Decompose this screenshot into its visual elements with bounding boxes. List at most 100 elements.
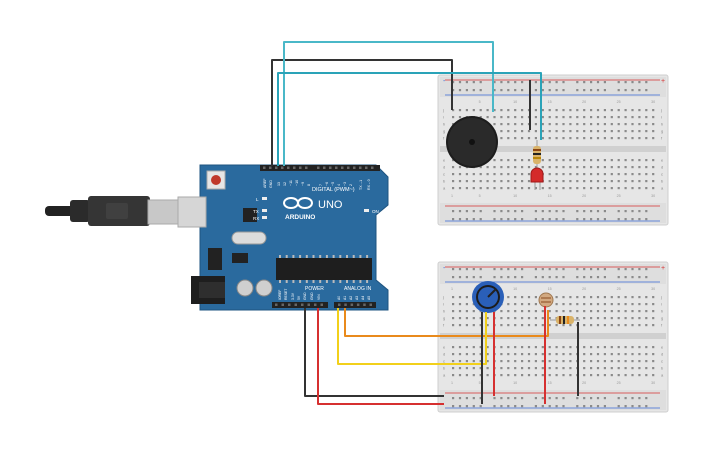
- pin-label-11: ~11: [289, 180, 293, 186]
- row-letter: a: [443, 373, 446, 378]
- column-number: 20: [582, 194, 586, 198]
- capacitor-2: [255, 279, 273, 297]
- row-letter: c: [443, 359, 445, 364]
- pin-label-a4: A4: [361, 296, 365, 300]
- column-number: 25: [617, 100, 621, 104]
- wire-teal-led: [277, 72, 542, 166]
- pin-label-13: 13: [277, 182, 281, 186]
- pin-label-a3: A3: [355, 296, 359, 300]
- led-rx-label: RX: [253, 216, 259, 221]
- row-letter: e: [443, 345, 446, 350]
- brand-label: ARDUINO: [285, 214, 315, 221]
- row-letter: f: [443, 136, 445, 141]
- photoresistor[interactable]: [538, 292, 554, 308]
- breadboard-bottom-minus-label: -: [443, 265, 446, 272]
- column-number: 5: [479, 381, 481, 385]
- row-letter: b: [443, 179, 446, 184]
- row-letter: a: [661, 186, 664, 191]
- atmega-chip: [276, 255, 372, 283]
- wire-orange-a0: [344, 308, 549, 337]
- row-letter: d: [661, 352, 663, 357]
- pin-label-3v3: 3.3V: [291, 292, 295, 300]
- column-number: 25: [617, 287, 621, 291]
- column-number: 15: [548, 194, 552, 198]
- potentiometer[interactable]: [472, 281, 504, 313]
- row-letter: a: [443, 186, 446, 191]
- column-number: 5: [479, 194, 481, 198]
- pin-label-vin: VIN: [317, 294, 321, 300]
- row-letter: h: [661, 309, 663, 314]
- column-number: 10: [513, 287, 517, 291]
- row-letter: c: [661, 172, 663, 177]
- pin-label-a0: A0: [337, 296, 341, 300]
- row-letter: i: [661, 302, 662, 307]
- wire-cyan-buzzer: [283, 41, 494, 166]
- column-number: 25: [617, 381, 621, 385]
- breadboard-top-plus-label: +: [661, 78, 665, 85]
- column-number: 5: [479, 100, 481, 104]
- column-number: 30: [651, 100, 655, 104]
- row-letter: g: [443, 316, 445, 321]
- arduino-logo: [283, 197, 313, 209]
- row-letter: e: [661, 158, 664, 163]
- column-number: 15: [548, 100, 552, 104]
- capacitor-1: [236, 279, 254, 297]
- row-letter: i: [661, 115, 662, 120]
- pin-label-9: ~9: [301, 182, 305, 186]
- column-number: 15: [548, 287, 552, 291]
- red-led[interactable]: [530, 167, 544, 190]
- row-letter: f: [661, 323, 663, 328]
- row-letter: g: [661, 316, 663, 321]
- pin-label-ioref: IOREF: [278, 290, 282, 300]
- row-letter: d: [443, 352, 445, 357]
- column-number: 30: [651, 381, 655, 385]
- row-letter: b: [661, 366, 664, 371]
- column-number: 15: [548, 381, 552, 385]
- row-letter: f: [443, 323, 445, 328]
- row-letter: g: [661, 129, 663, 134]
- piezo-buzzer[interactable]: [446, 116, 498, 168]
- led-tx-label: TX: [253, 209, 259, 214]
- resistor-top[interactable]: [533, 140, 541, 168]
- pin-label-aref: AREF: [263, 178, 267, 188]
- row-letter: i: [443, 302, 444, 307]
- row-letter: e: [443, 158, 446, 163]
- pin-label-12: 12: [283, 182, 287, 186]
- reset-button[interactable]: [206, 170, 226, 190]
- row-letter: h: [443, 122, 445, 127]
- wire-yellow-a1: [337, 308, 487, 365]
- row-letter: g: [443, 129, 445, 134]
- column-number: 30: [651, 194, 655, 198]
- pin-label-a2: A2: [349, 296, 353, 300]
- row-letter: i: [443, 115, 444, 120]
- row-letter: h: [661, 122, 663, 127]
- arduino-uno-board: ARDUINO UNO L TX RX ON DIGITAL (PWM~) AR…: [45, 164, 389, 311]
- pin-label-gnd-1: GND: [303, 292, 307, 300]
- pin-label-5: ~5: [331, 182, 335, 186]
- pin-label-rx: RX←0: [367, 179, 371, 190]
- wire-black-power-gnd: [304, 308, 444, 397]
- column-number: 20: [582, 287, 586, 291]
- led-on-label: ON: [372, 209, 379, 214]
- pin-label-6: ~6: [325, 182, 329, 186]
- pin-label-8: 8: [307, 184, 311, 186]
- dc-power-jack: [191, 276, 225, 304]
- crystal-oscillator: [231, 231, 267, 245]
- digital-header-label: DIGITAL (PWM~): [312, 187, 355, 193]
- resistor-bottom[interactable]: [550, 316, 580, 324]
- digital-header: [260, 165, 380, 171]
- column-number: 1: [451, 287, 453, 291]
- pin-label-a1: A1: [343, 296, 347, 300]
- pin-label-gnd-2: GND: [310, 292, 314, 300]
- row-letter: b: [661, 179, 664, 184]
- column-number: 20: [582, 100, 586, 104]
- row-letter: h: [443, 309, 445, 314]
- pin-label-4: 4: [337, 184, 341, 186]
- row-letter: j: [442, 108, 444, 113]
- column-number: 30: [651, 287, 655, 291]
- pin-label-tx: TX→1: [359, 180, 363, 190]
- row-letter: j: [660, 108, 662, 113]
- pin-label-reset: RESET: [284, 289, 288, 300]
